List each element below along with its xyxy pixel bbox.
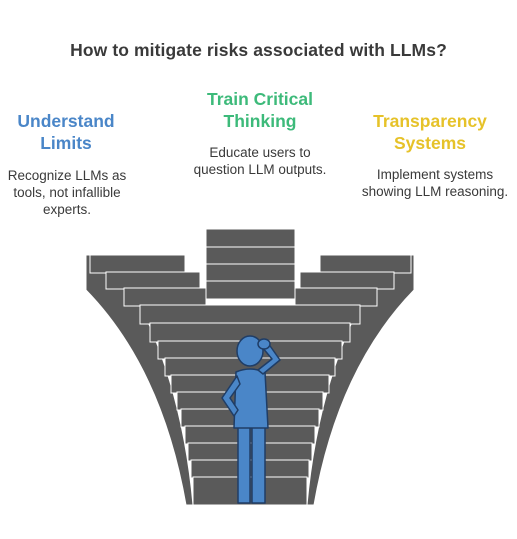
strategy-desc-understand-limits: Recognize LLMs as tools, not infallible …	[0, 167, 134, 218]
left-step	[89, 254, 186, 274]
right-step	[299, 271, 395, 290]
funnel-step	[139, 304, 361, 325]
strategy-desc-transparency-systems: Implement systems showing LLM reasoning.	[350, 166, 517, 200]
heading-line: Train Critical	[206, 89, 313, 109]
left-step	[105, 271, 201, 290]
strategy-desc-train-critical-thinking: Educate users to question LLM outputs.	[170, 144, 350, 178]
central-pillar-step	[205, 246, 296, 265]
desc-line: tools, not infallible	[13, 185, 121, 200]
desc-line: Implement systems	[376, 167, 494, 182]
right-step	[294, 287, 378, 307]
heading-line: Understand	[17, 111, 115, 131]
thinking-person-icon	[221, 335, 281, 504]
desc-line: showing LLM reasoning.	[361, 184, 509, 199]
central-pillar-step	[205, 228, 296, 248]
heading-line: Systems	[394, 133, 466, 153]
strategy-heading-understand-limits: Understand Limits	[6, 110, 126, 154]
desc-line: experts.	[42, 202, 92, 217]
heading-line: Transparency	[373, 111, 487, 131]
left-step	[123, 287, 207, 307]
strategy-heading-transparency-systems: Transparency Systems	[360, 110, 500, 154]
desc-line: question LLM outputs.	[193, 162, 327, 177]
strategy-heading-train-critical-thinking: Train Critical Thinking	[170, 88, 350, 132]
desc-line: Educate users to	[209, 145, 311, 160]
right-step	[319, 254, 412, 274]
central-pillar-step	[205, 280, 296, 300]
page-title: How to mitigate risks associated with LL…	[70, 40, 447, 60]
central-pillar-step	[205, 263, 296, 282]
desc-line: Recognize LLMs as	[7, 168, 127, 183]
heading-line: Limits	[40, 133, 92, 153]
heading-line: Thinking	[223, 111, 297, 131]
